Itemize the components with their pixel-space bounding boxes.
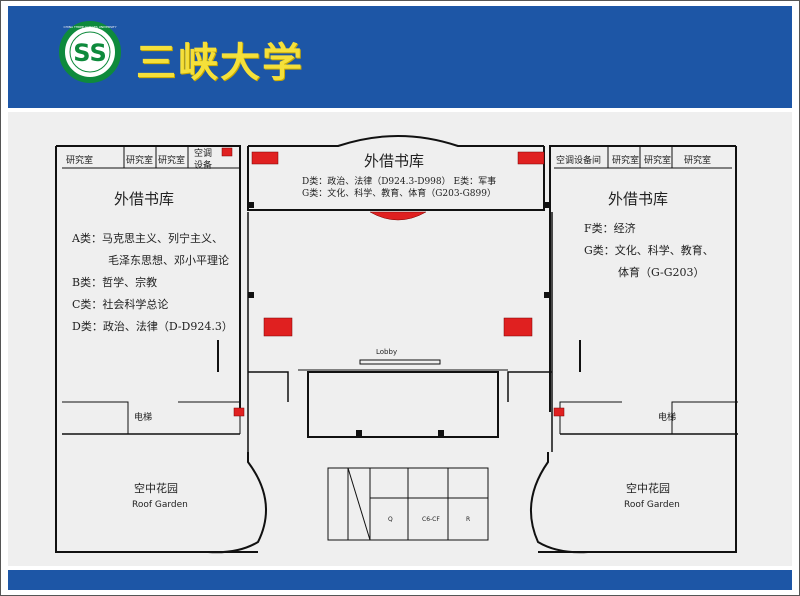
logo-ring-text: CHINA THREE GORGES UNIVERSITY <box>63 25 116 29</box>
room-left-3: 研究室 <box>158 156 186 166</box>
lobby-desk <box>359 359 441 365</box>
stair-top-right <box>517 151 545 165</box>
columns-group <box>248 202 550 436</box>
brand-name: 三峡大学 <box>136 39 304 86</box>
left-wing-wall <box>55 145 258 553</box>
stair-mid-left <box>263 317 293 337</box>
right-wing-title: 外借书库 <box>608 190 669 208</box>
room-right-3: 研究室 <box>684 156 712 166</box>
room-right-2: 研究室 <box>644 156 672 166</box>
stair-center-arc <box>369 211 427 221</box>
stairs-group <box>221 147 565 417</box>
room-right-1: 研究室 <box>612 156 640 166</box>
right-roof-garden-en: Roof Garden <box>624 500 680 510</box>
left-roof-garden-cn: 空中花园 <box>134 482 178 495</box>
center-cell-r: R <box>466 516 471 523</box>
center-arch-wall <box>248 135 544 147</box>
right-elevator: 电梯 <box>658 413 677 423</box>
left-elevator: 电梯 <box>134 413 153 423</box>
room-left-ac-1: 空调 <box>194 149 213 159</box>
right-cat-1: F类：经济 <box>584 222 636 235</box>
room-left-1: 研究室 <box>66 156 94 166</box>
header-banner: SS CHINA THREE GORGES UNIVERSITY 三峡大学 <box>8 6 792 108</box>
center-cell-q: Q <box>388 516 393 523</box>
left-cat-5: D类：政治、法律（D-D924.3） <box>72 320 233 333</box>
right-roof-garden-cn: 空中花园 <box>626 482 670 495</box>
left-cat-2: 毛泽东思想、邓小平理论 <box>108 254 229 267</box>
left-cat-4: C类：社会科学总论 <box>72 298 169 311</box>
left-wing-title: 外借书库 <box>114 190 175 208</box>
footer-bar <box>8 570 792 590</box>
left-roof-garden-en: Roof Garden <box>132 500 188 510</box>
room-left-2: 研究室 <box>126 156 154 166</box>
stair-top-left <box>251 151 279 165</box>
right-cat-3: 体育（G-G203） <box>618 266 705 279</box>
lobby-label: Lobby <box>376 348 398 356</box>
center-cat-1: D类：政治、法律（D924.3-D998） E类：军事 <box>302 177 497 187</box>
left-cat-3: B类：哲学、宗教 <box>72 276 158 289</box>
left-cat-1: A类：马克思主义、列宁主义、 <box>72 232 223 245</box>
floor-plan-area: 研究室 研究室 研究室 空调 设备 外借书库 A类：马克思主义、列宁主义、 毛泽… <box>8 112 792 566</box>
stair-mid-right <box>503 317 533 337</box>
room-right-ac: 空调设备间 <box>556 156 602 166</box>
center-cell-c6: C6-CF <box>422 516 440 523</box>
right-cat-2: G类：文化、科学、教育、 <box>584 244 714 257</box>
room-left-ac-2: 设备 <box>194 161 213 171</box>
center-title: 外借书库 <box>364 152 425 170</box>
marker-left <box>221 147 233 157</box>
marker-lower-left <box>233 407 245 417</box>
marker-lower-right <box>553 407 565 417</box>
floor-plan-svg <box>55 135 738 554</box>
center-cat-2: G类：文化、科学、教育、体育（G203-G899） <box>302 189 496 199</box>
logo-letters: SS <box>73 39 107 67</box>
right-wing-wall <box>538 145 737 553</box>
university-logo: SS CHINA THREE GORGES UNIVERSITY <box>59 21 121 83</box>
